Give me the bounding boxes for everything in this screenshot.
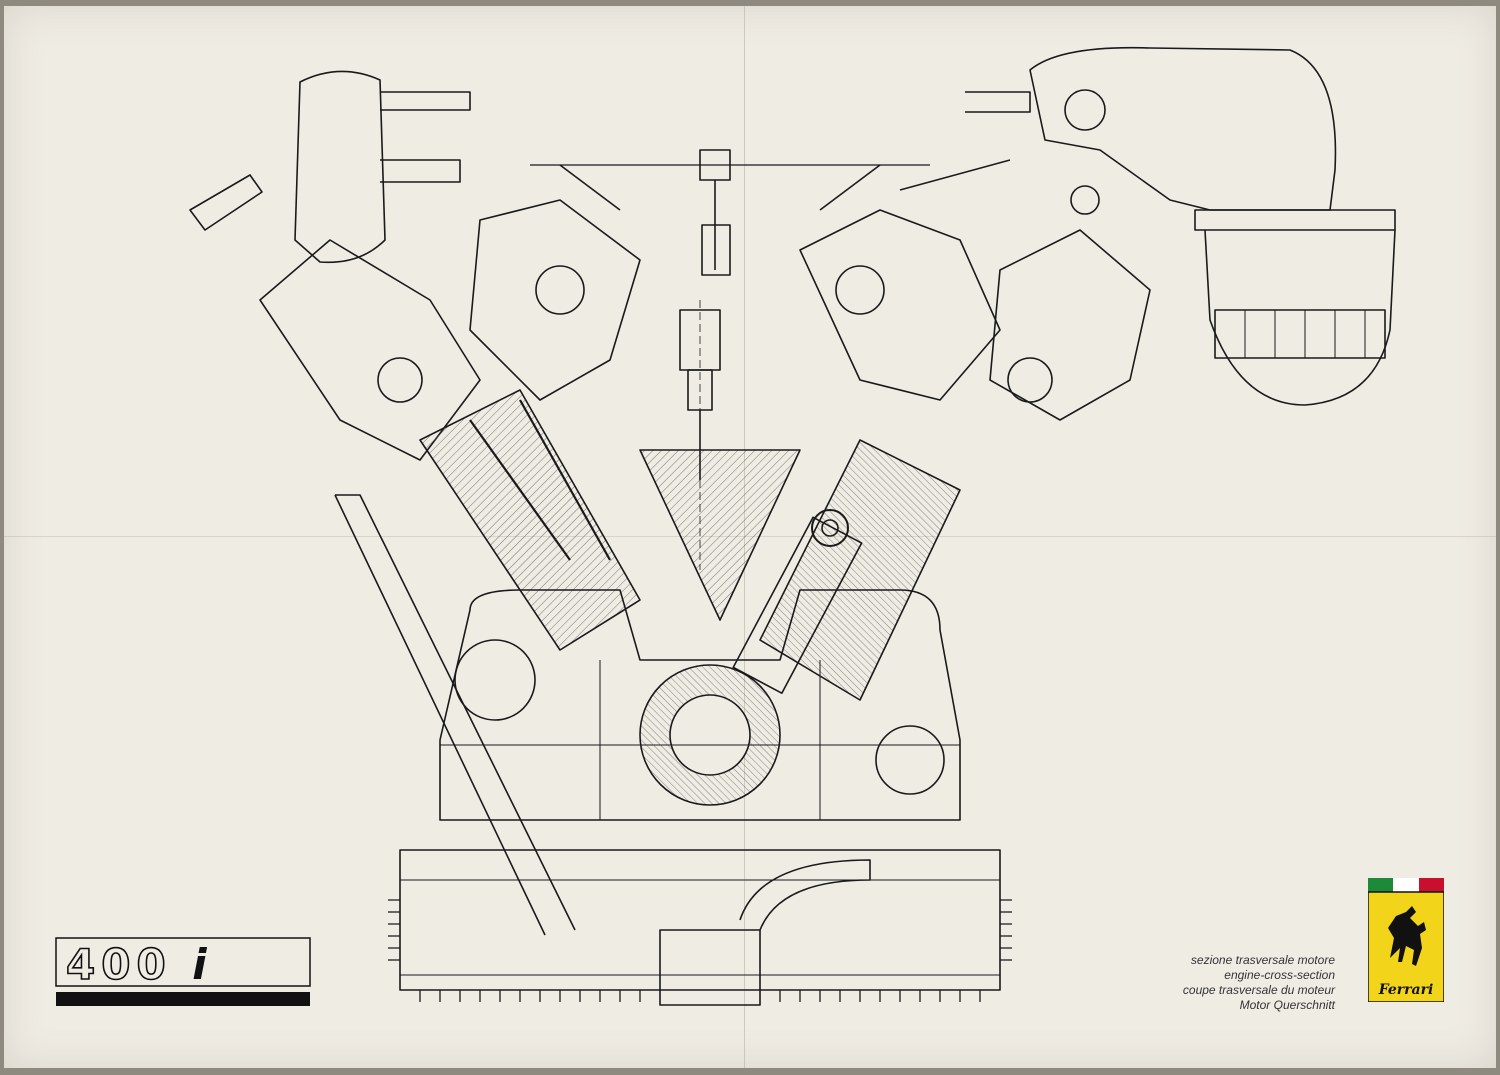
model-badge: 400 i: [56, 938, 310, 1006]
air-filter-housing: [1029, 46, 1337, 211]
caption-german: Motor Querschnitt: [1239, 998, 1335, 1012]
oil-pan: [399, 849, 1001, 991]
prancing-horse-icon: Ferrari: [1368, 878, 1444, 1002]
left-cylinder-head: [259, 239, 481, 461]
left-cylinder-bank: [419, 389, 641, 651]
model-badge-frame: [55, 937, 311, 1006]
engine-block: [439, 589, 961, 821]
model-name: 400 i: [65, 939, 213, 990]
right-cylinder-bank: [759, 439, 961, 701]
caption-french: coupe trasversale du moteur: [1182, 983, 1335, 997]
caption-italian: sezione trasversale motore: [1190, 953, 1335, 967]
right-cylinder-head: [799, 209, 1001, 401]
oil-pan-fins: [388, 899, 1012, 1002]
left-intake-plenum: [294, 70, 386, 264]
brand-name: Ferrari: [1378, 982, 1434, 998]
caption-english: engine-cross-section: [1224, 968, 1335, 982]
caption-block: sezione trasversale motore engine-cross-…: [1085, 953, 1335, 1013]
